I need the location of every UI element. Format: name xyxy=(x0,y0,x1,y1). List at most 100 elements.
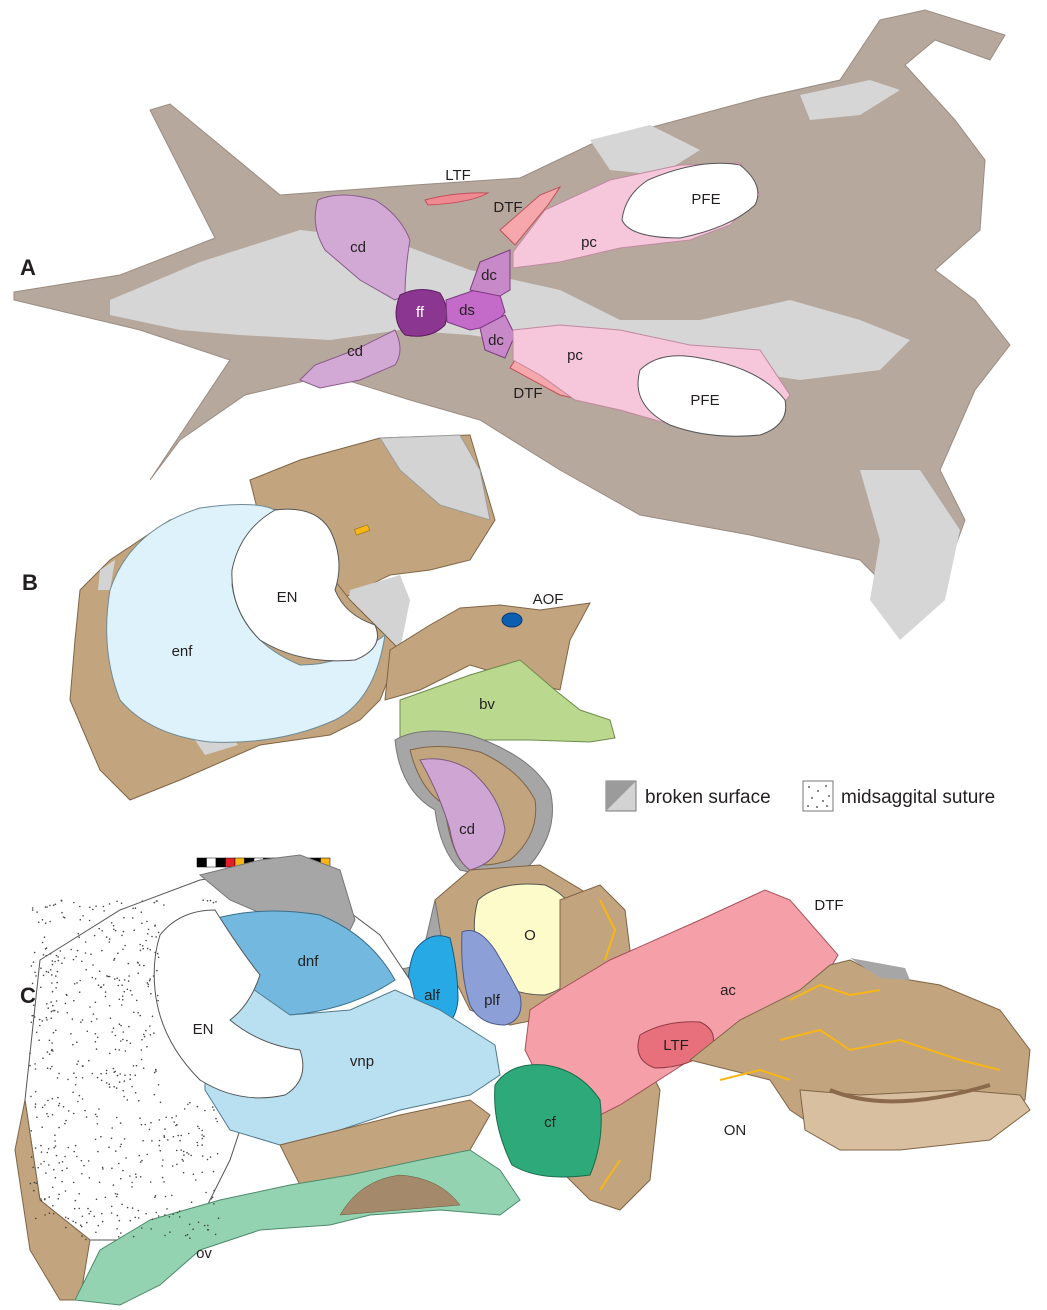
suture-dot xyxy=(97,1123,99,1125)
suture-dot xyxy=(165,1196,167,1198)
label-pc-bottom: pc xyxy=(567,347,583,364)
suture-dot xyxy=(88,1160,90,1162)
suture-dot xyxy=(48,1148,50,1150)
suture-dot xyxy=(124,1080,126,1082)
suture-dot xyxy=(82,1216,84,1218)
legend-suture-label: midsaggital suture xyxy=(841,787,995,808)
suture-dot xyxy=(137,1012,139,1014)
suture-dot xyxy=(126,1040,128,1042)
suture-dot xyxy=(171,1195,173,1197)
suture-dot xyxy=(192,1228,194,1230)
suture-dot xyxy=(38,1039,40,1041)
suture-dot xyxy=(118,1236,120,1238)
suture-dot xyxy=(74,1208,76,1210)
suture-dot xyxy=(172,1165,174,1167)
region-aof xyxy=(502,613,522,627)
suture-dot xyxy=(202,1155,204,1157)
suture-dot xyxy=(157,1000,159,1002)
suture-dot xyxy=(109,903,111,905)
suture-dot xyxy=(65,1120,67,1122)
suture-dot xyxy=(29,1065,31,1067)
suture-dot xyxy=(64,1156,66,1158)
suture-dot xyxy=(124,979,126,981)
suture-dot xyxy=(89,907,91,909)
suture-dot xyxy=(124,1138,126,1140)
suture-dot xyxy=(101,1080,103,1082)
suture-dot xyxy=(149,980,151,982)
suture-dot xyxy=(40,1198,42,1200)
suture-dot xyxy=(81,1160,83,1162)
suture-dot xyxy=(159,1140,161,1142)
suture-dot xyxy=(49,1040,51,1042)
suture-dot xyxy=(98,984,100,986)
suture-dot xyxy=(36,1032,38,1034)
suture-dot xyxy=(111,1212,113,1214)
suture-dot xyxy=(32,1167,34,1169)
suture-dot xyxy=(77,950,79,952)
suture-dot xyxy=(131,1182,133,1184)
suture-dot xyxy=(164,1235,166,1237)
suture-dot xyxy=(207,1159,209,1161)
suture-dot xyxy=(164,1214,166,1216)
suture-dot xyxy=(78,937,80,939)
suture-dot xyxy=(89,1006,91,1008)
suture-dot xyxy=(138,1217,140,1219)
suture-dot xyxy=(111,1138,113,1140)
suture-dot xyxy=(95,905,97,907)
suture-dot xyxy=(114,978,116,980)
suture-dot xyxy=(41,1020,43,1022)
suture-dot xyxy=(113,1068,115,1070)
suture-dot xyxy=(213,1109,215,1111)
suture-dot xyxy=(73,902,75,904)
suture-dot xyxy=(54,1134,56,1136)
suture-dot xyxy=(149,978,151,980)
suture-dot xyxy=(127,989,129,991)
suture-dot xyxy=(37,1167,39,1169)
suture-dot xyxy=(31,965,33,967)
suture-dot xyxy=(154,925,156,927)
label-ds: ds xyxy=(459,302,475,319)
suture-dot xyxy=(45,922,47,924)
suture-dot xyxy=(204,1110,206,1112)
suture-dot xyxy=(117,952,119,954)
suture-dot xyxy=(35,975,37,977)
suture-dot xyxy=(145,1213,147,1215)
suture-dot xyxy=(95,1139,97,1141)
suture-dot xyxy=(87,1031,89,1033)
suture-dot xyxy=(115,1150,117,1152)
suture-dot xyxy=(113,929,115,931)
suture-dot xyxy=(151,936,153,938)
suture-dot xyxy=(189,1237,191,1239)
suture-dot xyxy=(120,1040,122,1042)
label-ff: ff xyxy=(416,304,425,321)
suture-dot xyxy=(215,901,217,903)
suture-dot xyxy=(131,1186,133,1188)
label-on: ON xyxy=(724,1122,747,1139)
suture-dot xyxy=(154,1072,156,1074)
label-cd-bottom: cd xyxy=(347,343,363,360)
label-vnp: vnp xyxy=(350,1053,374,1070)
suture-dot xyxy=(145,940,147,942)
suture-dot xyxy=(207,900,209,902)
suture-dot xyxy=(53,1147,55,1149)
suture-dot xyxy=(41,1151,43,1153)
suture-dot xyxy=(59,1103,61,1105)
suture-dot xyxy=(33,1190,35,1192)
suture-dot xyxy=(123,917,125,919)
label-pfe-bottom: PFE xyxy=(690,392,719,409)
suture-dot xyxy=(35,1103,37,1105)
suture-dot xyxy=(140,1161,142,1163)
suture-dot xyxy=(74,983,76,985)
suture-dot xyxy=(50,969,52,971)
suture-dot xyxy=(183,1154,185,1156)
suture-dot xyxy=(140,950,142,952)
suture-dot xyxy=(99,1182,101,1184)
suture-dot xyxy=(65,1003,67,1005)
suture-dot xyxy=(30,1096,32,1098)
suture-dot xyxy=(115,1035,117,1037)
suture-dot xyxy=(82,1019,84,1021)
suture-dot xyxy=(130,1074,132,1076)
suture-dot xyxy=(210,900,212,902)
suture-dot xyxy=(139,944,141,946)
suture-dot xyxy=(33,961,35,963)
